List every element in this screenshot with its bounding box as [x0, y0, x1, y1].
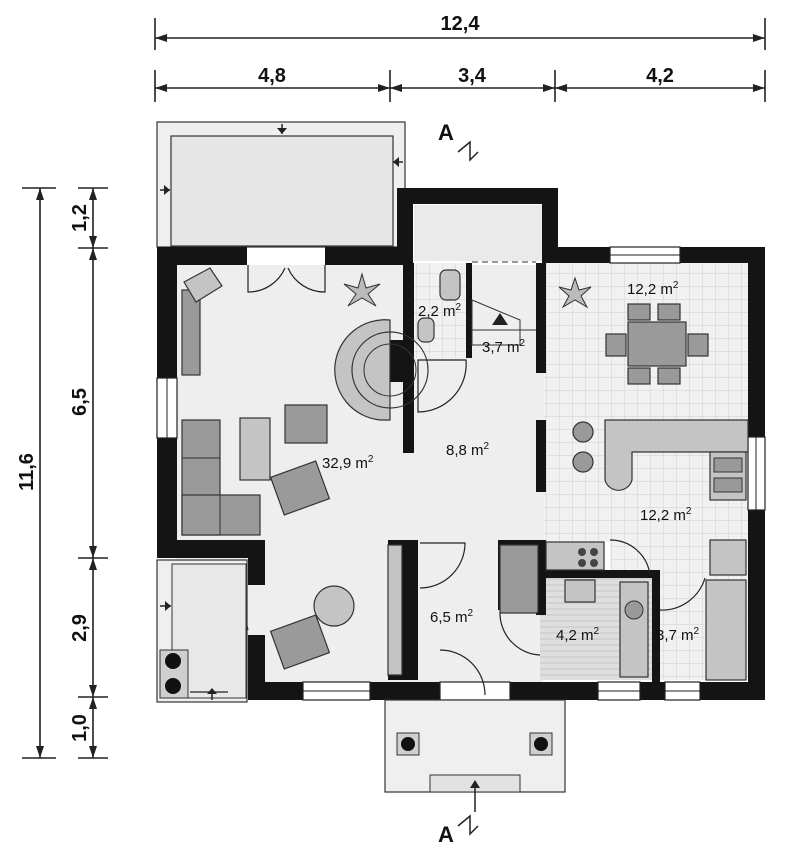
- floor-vestibule: [414, 205, 544, 261]
- room-area-living: 32,9 m2: [322, 454, 374, 472]
- room-area-dining: 12,2 m2: [627, 280, 679, 298]
- utility-room: [156, 559, 248, 703]
- bath-fixtures: [564, 579, 747, 681]
- dining-furniture: [558, 276, 709, 385]
- dim-width-3: 4,2: [646, 65, 674, 87]
- dim-height-1: 1,2: [69, 204, 91, 232]
- section-marker-top: A: [438, 120, 479, 162]
- svg-text:A: A: [438, 120, 454, 145]
- dim-total-width: 12,4: [441, 13, 481, 35]
- entry-porch: [384, 699, 566, 812]
- dim-width-2: 3,4: [458, 65, 487, 87]
- dim-height-2: 6,5: [69, 388, 91, 416]
- section-marker-bottom: A: [438, 814, 479, 847]
- kitchen-furniture: [545, 419, 749, 576]
- room-area-wc: 2,2 m2: [418, 302, 462, 320]
- doors: [204, 265, 706, 696]
- room-area-storage: 3,7 m2: [656, 626, 700, 644]
- dim-height-4: 1,0: [69, 714, 91, 742]
- entry-furniture: [499, 544, 539, 614]
- wc-fixtures: [417, 261, 536, 346]
- room-area-entry: 6,5 m2: [430, 608, 474, 626]
- room-area-hall: 8,8 m2: [446, 441, 490, 459]
- svg-text:A: A: [438, 822, 454, 847]
- dim-height-3: 2,9: [69, 614, 91, 642]
- room-area-bath: 4,2 m2: [556, 626, 600, 644]
- room-labels: 32,9 m2 8,8 m2 2,2 m2 3,7 m2 12,2 m2 12,…: [322, 280, 700, 644]
- dim-total-height: 11,6: [16, 453, 38, 491]
- windows: [156, 246, 766, 701]
- room-area-kitchen: 12,2 m2: [640, 506, 692, 524]
- living-furniture: [181, 267, 429, 676]
- dim-width-1: 4,8: [258, 65, 286, 87]
- room-area-stair: 3,7 m2: [482, 338, 526, 356]
- terrace: [156, 121, 406, 248]
- dimension-lines: [22, 18, 766, 759]
